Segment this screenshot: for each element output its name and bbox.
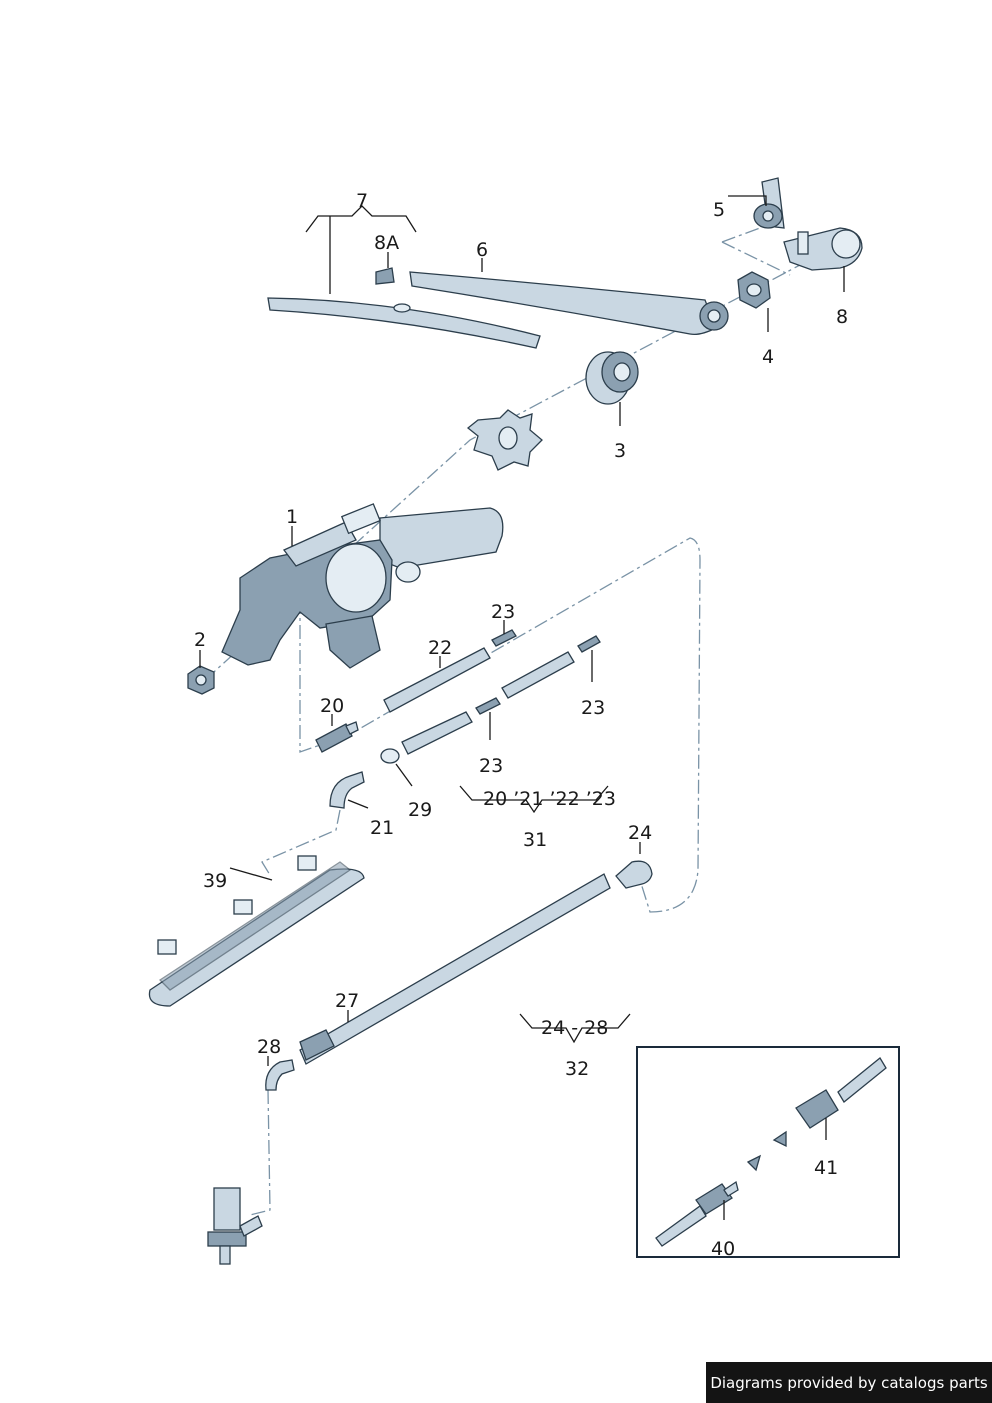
hose-holder-strip <box>148 855 365 1007</box>
callout-20: 20 <box>320 695 344 717</box>
callout-27: 27 <box>335 990 359 1012</box>
callout-23-bottom: 23 <box>479 755 503 777</box>
callout-39: 39 <box>203 870 227 892</box>
callout-40: 40 <box>711 1238 735 1260</box>
callout-6: 6 <box>476 239 488 261</box>
detail-inset <box>636 1046 900 1258</box>
callout-22: 22 <box>428 637 452 659</box>
wiper-motor <box>221 503 504 669</box>
hose-clip <box>380 748 400 764</box>
hose-elbow <box>329 771 365 809</box>
credit-text: Diagrams provided by catalogs parts <box>710 1373 988 1392</box>
wiper-cover-cap <box>783 227 863 271</box>
callout-23-right: 23 <box>581 697 605 719</box>
grommet <box>585 351 639 405</box>
callout-41: 41 <box>814 1157 838 1179</box>
callout-21: 21 <box>370 817 394 839</box>
assembly-axis-lines <box>204 227 801 1216</box>
wiper-blade <box>267 297 541 349</box>
seal-washer <box>466 409 543 471</box>
callout-3: 3 <box>614 440 626 462</box>
callout-29: 29 <box>408 799 432 821</box>
hose-elbow-upper <box>615 860 653 889</box>
blade-end-cap <box>375 267 395 285</box>
callout-24: 24 <box>628 822 652 844</box>
callout-32: 32 <box>565 1058 589 1080</box>
hose-elbow-lower <box>265 1059 295 1091</box>
hose-fitting <box>315 721 359 753</box>
callout-labels: 7 8A 6 5 8 4 3 1 2 22 23 23 23 20 29 21 … <box>194 190 848 1260</box>
callout-5: 5 <box>713 199 725 221</box>
hex-nut <box>737 271 771 309</box>
callout-8a: 8A <box>374 232 399 254</box>
callout-23-top: 23 <box>491 601 515 623</box>
callout-1: 1 <box>286 506 298 528</box>
hose-connectors <box>475 629 601 715</box>
hose-pieces <box>383 647 575 755</box>
group-32-members: 24 - 28 <box>541 1017 608 1039</box>
callout-28: 28 <box>257 1036 281 1058</box>
callout-8: 8 <box>836 306 848 328</box>
leader-lines <box>199 195 845 1220</box>
arm-bracket <box>753 177 785 229</box>
corrugated-hose <box>299 873 611 1065</box>
callout-4: 4 <box>762 346 774 368</box>
callout-2: 2 <box>194 629 206 651</box>
callout-7: 7 <box>356 190 368 212</box>
credit-banner: Diagrams provided by catalogs parts <box>706 1362 992 1403</box>
motor-nut <box>187 665 215 695</box>
wiper-arm <box>409 271 729 336</box>
group-31-members: 20 ’21 ’22 ’23 <box>483 788 616 810</box>
check-valve <box>207 1187 263 1265</box>
callout-31: 31 <box>523 829 547 851</box>
